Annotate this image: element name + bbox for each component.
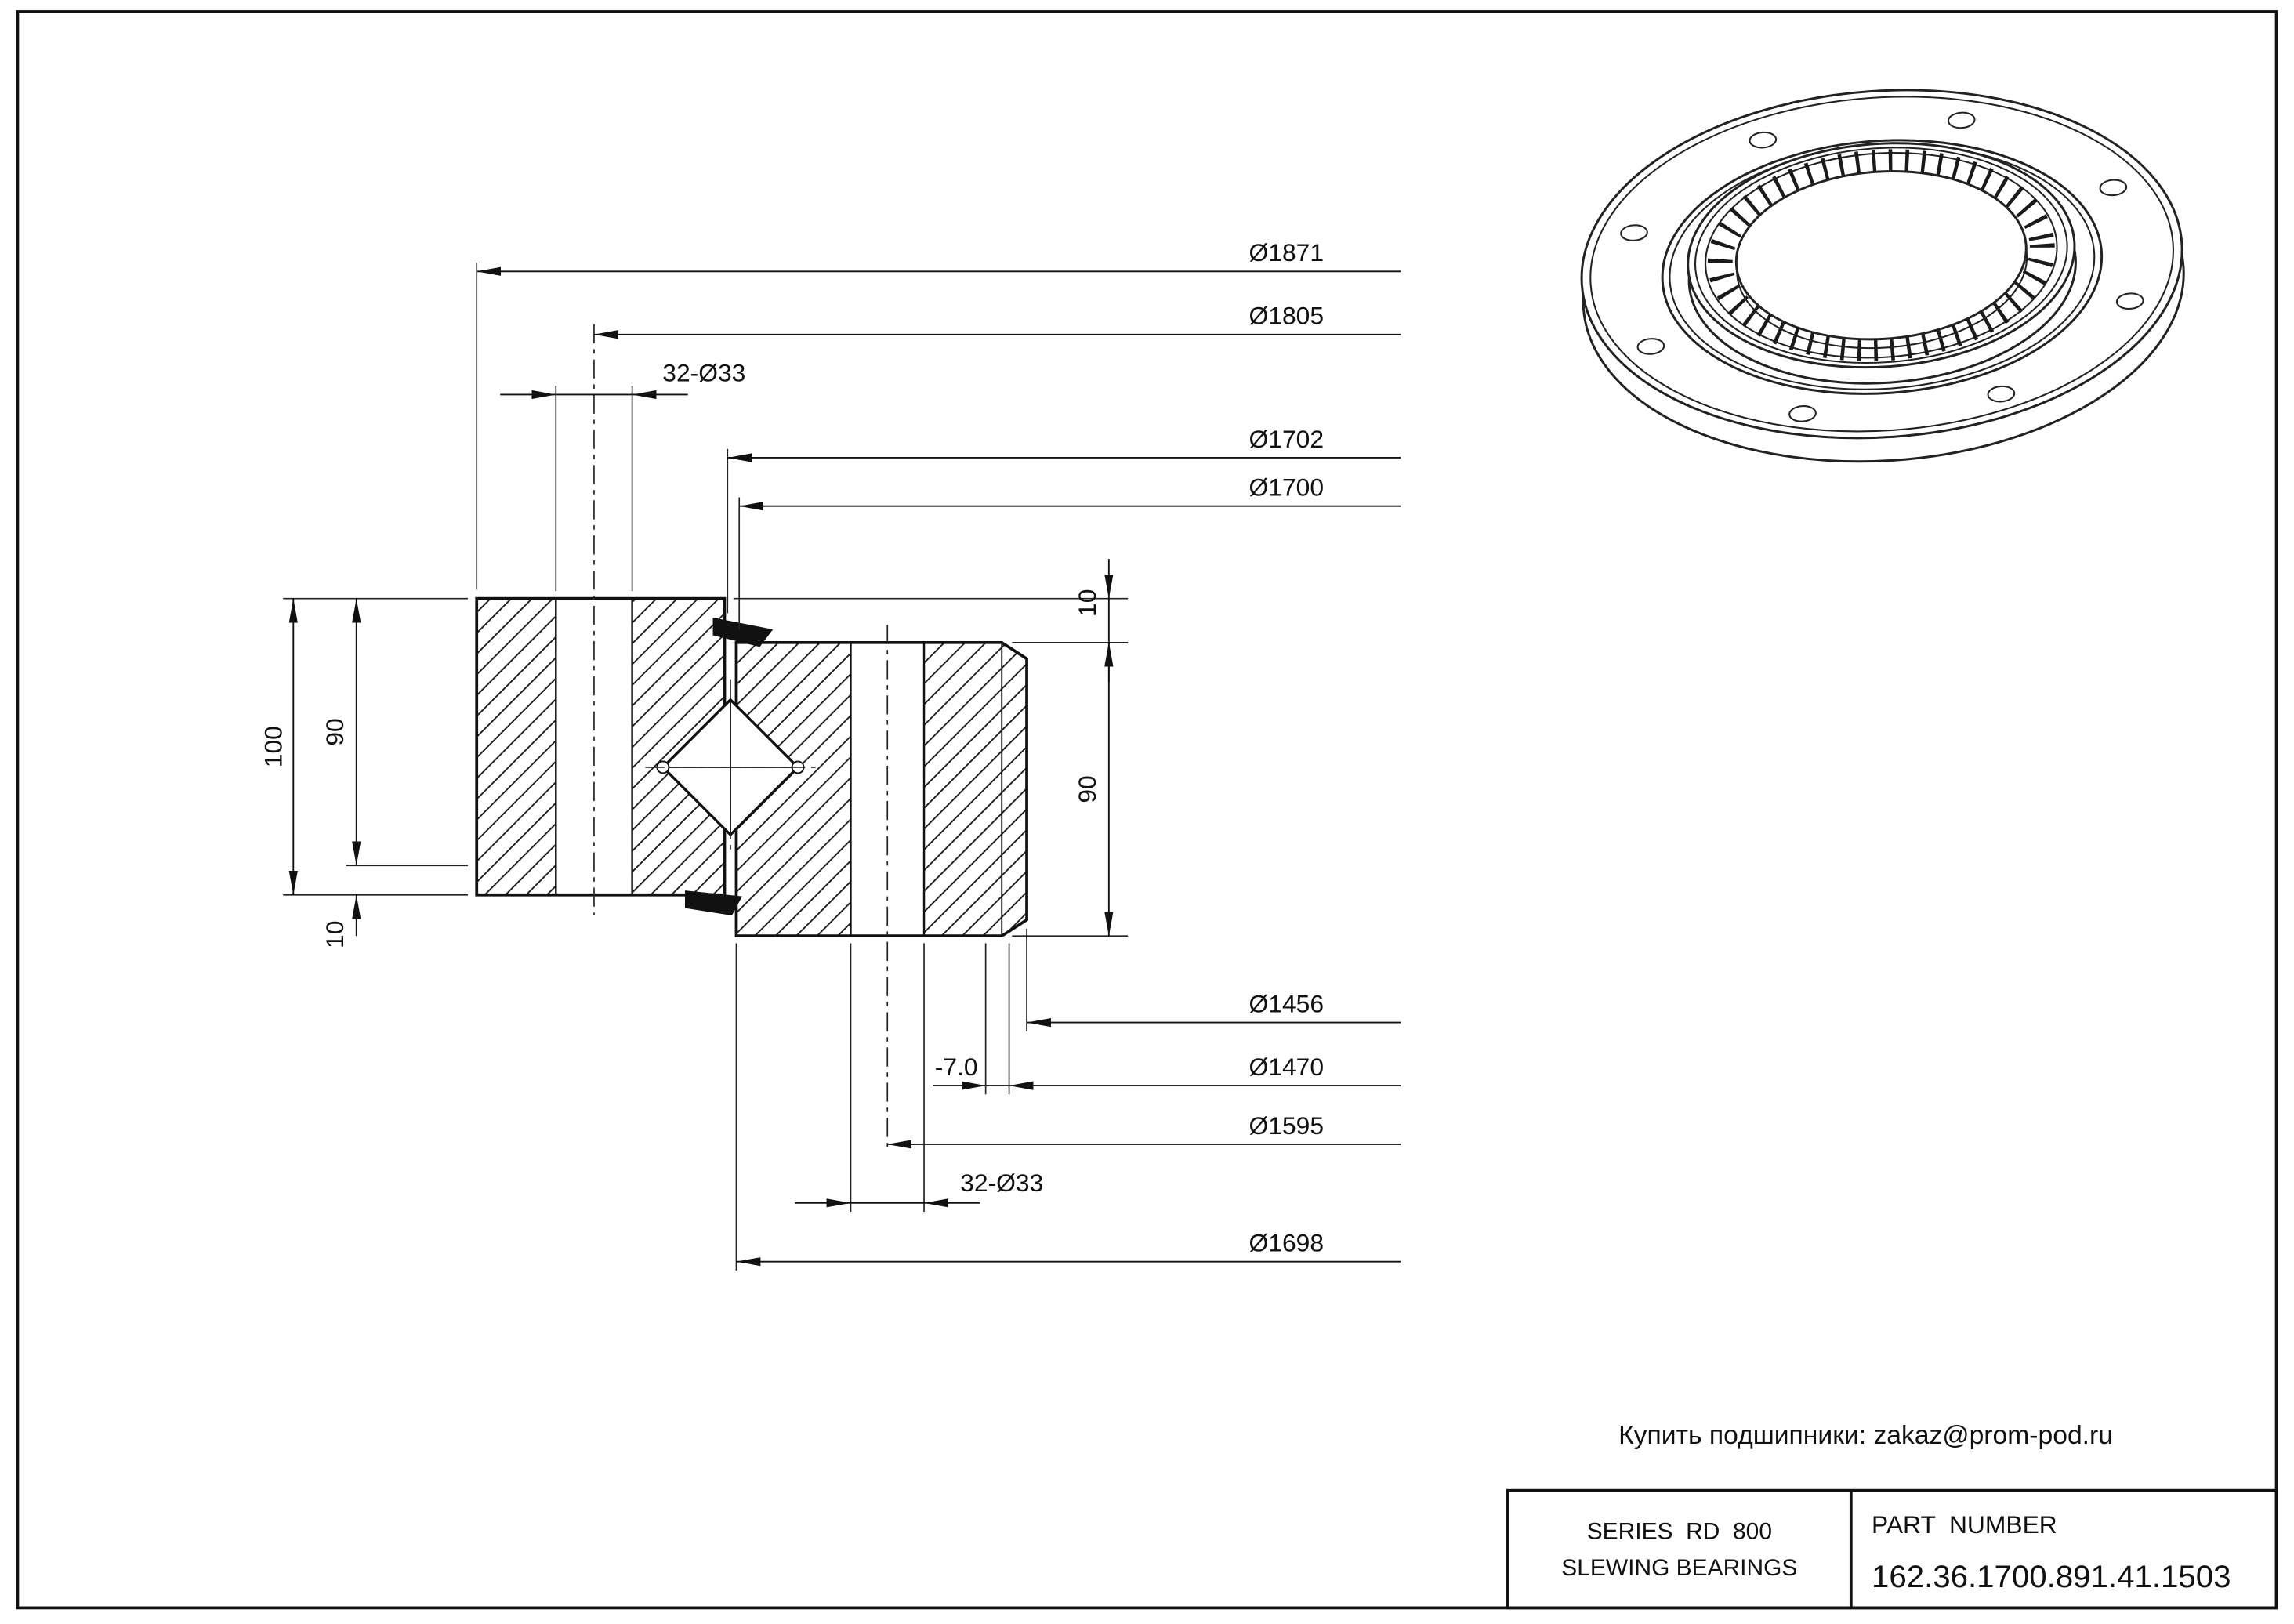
- dimension-lines: [288, 266, 1401, 1267]
- contact-email: Купить подшипники: zakaz@prom-pod.ru: [1618, 1421, 2113, 1450]
- part-number-value: 162.36.1700.891.41.1503: [1872, 1559, 2231, 1594]
- series-subtitle: SLEWING BEARINGS: [1561, 1555, 1797, 1581]
- dim-label-height-90-right: 90: [1073, 775, 1101, 803]
- upper-seal: [712, 617, 774, 647]
- dim-label-gear-offset: -7.0: [935, 1053, 978, 1081]
- dim-label-1470: Ø1470: [1249, 1053, 1324, 1081]
- dim-label-bcd-1595: Ø1595: [1249, 1111, 1324, 1140]
- inner-geared-ring: [1687, 142, 2077, 385]
- part-number-label: PART NUMBER: [1872, 1510, 2057, 1539]
- flange-bolt-holes: [1620, 111, 2144, 422]
- title-block: SERIES RD 800 SLEWING BEARINGS PART NUMB…: [1506, 1488, 2278, 1610]
- dim-label-1698: Ø1698: [1249, 1229, 1324, 1257]
- dimension-labels: Ø1871 Ø1805 32-Ø33 Ø1702 Ø1700 100 90 10…: [259, 238, 1324, 1256]
- dim-label-height-100: 100: [259, 726, 287, 767]
- centerlines: [593, 324, 889, 1154]
- dim-label-offset-10-right: 10: [1073, 589, 1101, 617]
- gear-teeth: [1707, 149, 2055, 362]
- dim-label-bolt-holes-top: 32-Ø33: [662, 359, 745, 387]
- drawing-frame: [16, 10, 2278, 1610]
- bearing-isometric-view: [1580, 89, 2185, 463]
- dim-label-1700: Ø1700: [1249, 473, 1324, 502]
- dim-label-bcd-1805: Ø1805: [1249, 302, 1324, 330]
- dim-label-od-1871: Ø1871: [1249, 238, 1324, 266]
- lower-seal: [684, 890, 742, 915]
- cross-section-view: Ø1871 Ø1805 32-Ø33 Ø1702 Ø1700 100 90 10…: [259, 238, 1401, 1271]
- inner-ring-section: [734, 640, 1028, 938]
- dim-label-height-90-left: 90: [321, 718, 349, 745]
- dim-label-bolt-holes-bottom: 32-Ø33: [960, 1169, 1043, 1197]
- dim-label-height-10-left: 10: [321, 921, 349, 948]
- dim-label-1702: Ø1702: [1249, 425, 1324, 453]
- series-title: SERIES RD 800: [1587, 1518, 1772, 1544]
- dim-label-1456: Ø1456: [1249, 989, 1324, 1017]
